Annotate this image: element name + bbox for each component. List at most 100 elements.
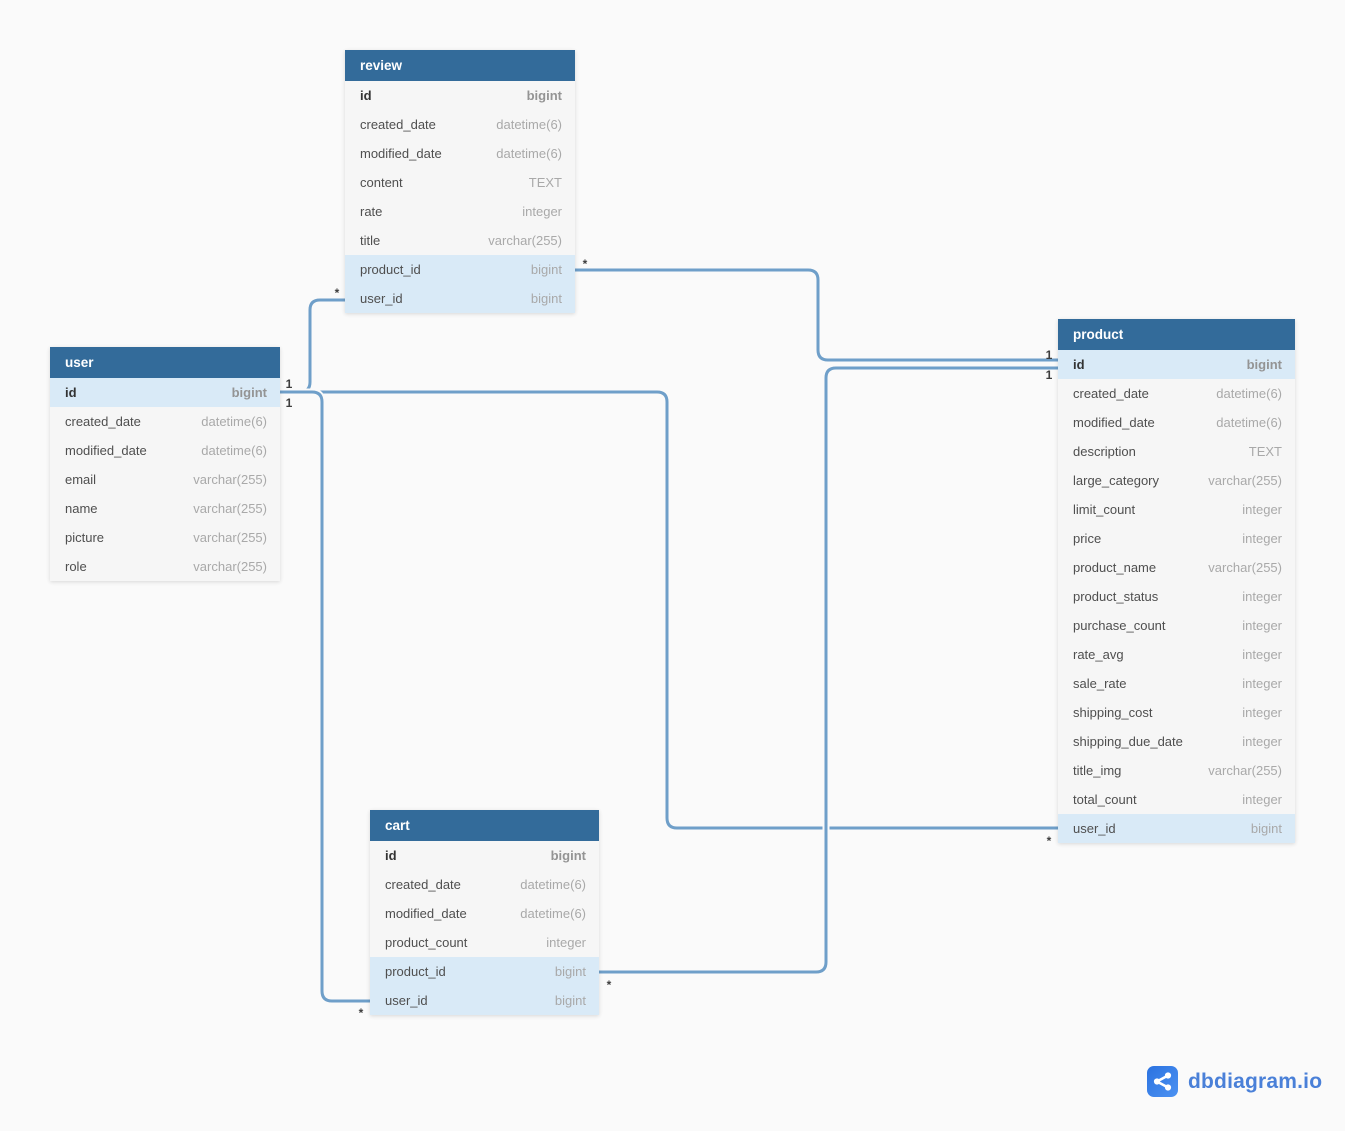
relationship-cart_user[interactable]: *1	[280, 388, 370, 1020]
table-row-user-created_date[interactable]: created_date datetime(6)	[50, 407, 280, 436]
relationship-review_user[interactable]: *1	[280, 286, 345, 396]
column-name: modified_date	[1073, 415, 1155, 430]
table-header[interactable]: product	[1058, 319, 1295, 350]
table-row-user-picture[interactable]: picture varchar(255)	[50, 523, 280, 552]
column-type: varchar(255)	[488, 233, 562, 248]
column-type: varchar(255)	[193, 530, 267, 545]
column-type: datetime(6)	[201, 443, 267, 458]
table-header[interactable]: user	[50, 347, 280, 378]
column-type: varchar(255)	[1208, 560, 1282, 575]
cardinality-label: *	[1047, 834, 1052, 848]
column-name: content	[360, 175, 403, 190]
table-row-review-content[interactable]: content TEXT	[345, 168, 575, 197]
column-type: bigint	[530, 262, 562, 277]
column-name: limit_count	[1073, 502, 1136, 517]
column-name: id	[1073, 357, 1085, 372]
column-name: picture	[65, 530, 105, 545]
column-name: created_date	[65, 414, 141, 429]
relationship-product_user[interactable]: *	[280, 388, 1058, 848]
column-name: title	[360, 233, 381, 248]
dbdiagram-logo[interactable]: dbdiagram.io	[1147, 1066, 1322, 1097]
table-header[interactable]: cart	[370, 810, 599, 841]
column-name: product_count	[385, 935, 468, 950]
table-title: product	[1073, 327, 1124, 342]
cardinality-label: *	[607, 978, 612, 992]
column-type: TEXT	[528, 175, 562, 190]
column-name: title_img	[1073, 763, 1122, 778]
column-type: varchar(255)	[193, 559, 267, 574]
column-name: total_count	[1073, 792, 1137, 807]
column-type: integer	[1242, 705, 1282, 720]
table-title: review	[360, 58, 403, 73]
table-row-review-title[interactable]: title varchar(255)	[345, 226, 575, 255]
table-title: cart	[385, 818, 410, 833]
table-title: user	[65, 355, 94, 370]
table-row-product-rate_avg[interactable]: rate_avg integer	[1058, 640, 1295, 669]
column-type: integer	[1242, 589, 1282, 604]
column-type: datetime(6)	[201, 414, 267, 429]
cardinality-label: 1	[1046, 348, 1053, 362]
column-name: id	[385, 848, 397, 863]
cardinality-label: *	[359, 1006, 364, 1020]
column-type: bigint	[231, 385, 267, 400]
relationship-cart_product[interactable]: *1	[599, 364, 1058, 992]
column-name: user_id	[1073, 821, 1116, 836]
column-type: integer	[1242, 647, 1282, 662]
table-header[interactable]: review	[345, 50, 575, 81]
column-name: created_date	[360, 117, 436, 132]
column-type: integer	[1242, 531, 1282, 546]
column-type: varchar(255)	[193, 501, 267, 516]
column-type: integer	[1242, 792, 1282, 807]
relationship-review_product[interactable]: *1	[575, 257, 1058, 364]
relationship-casing	[280, 388, 370, 1005]
column-type: integer	[1242, 734, 1282, 749]
column-type: bigint	[526, 88, 562, 103]
column-type: datetime(6)	[1216, 386, 1282, 401]
column-type: TEXT	[1248, 444, 1282, 459]
cardinality-label: 1	[286, 396, 293, 410]
column-name: modified_date	[385, 906, 467, 921]
column-name: created_date	[385, 877, 461, 892]
column-name: large_category	[1073, 473, 1159, 488]
column-name: rate_avg	[1073, 647, 1124, 662]
table-row-product-total_count[interactable]: total_count integer	[1058, 785, 1295, 814]
